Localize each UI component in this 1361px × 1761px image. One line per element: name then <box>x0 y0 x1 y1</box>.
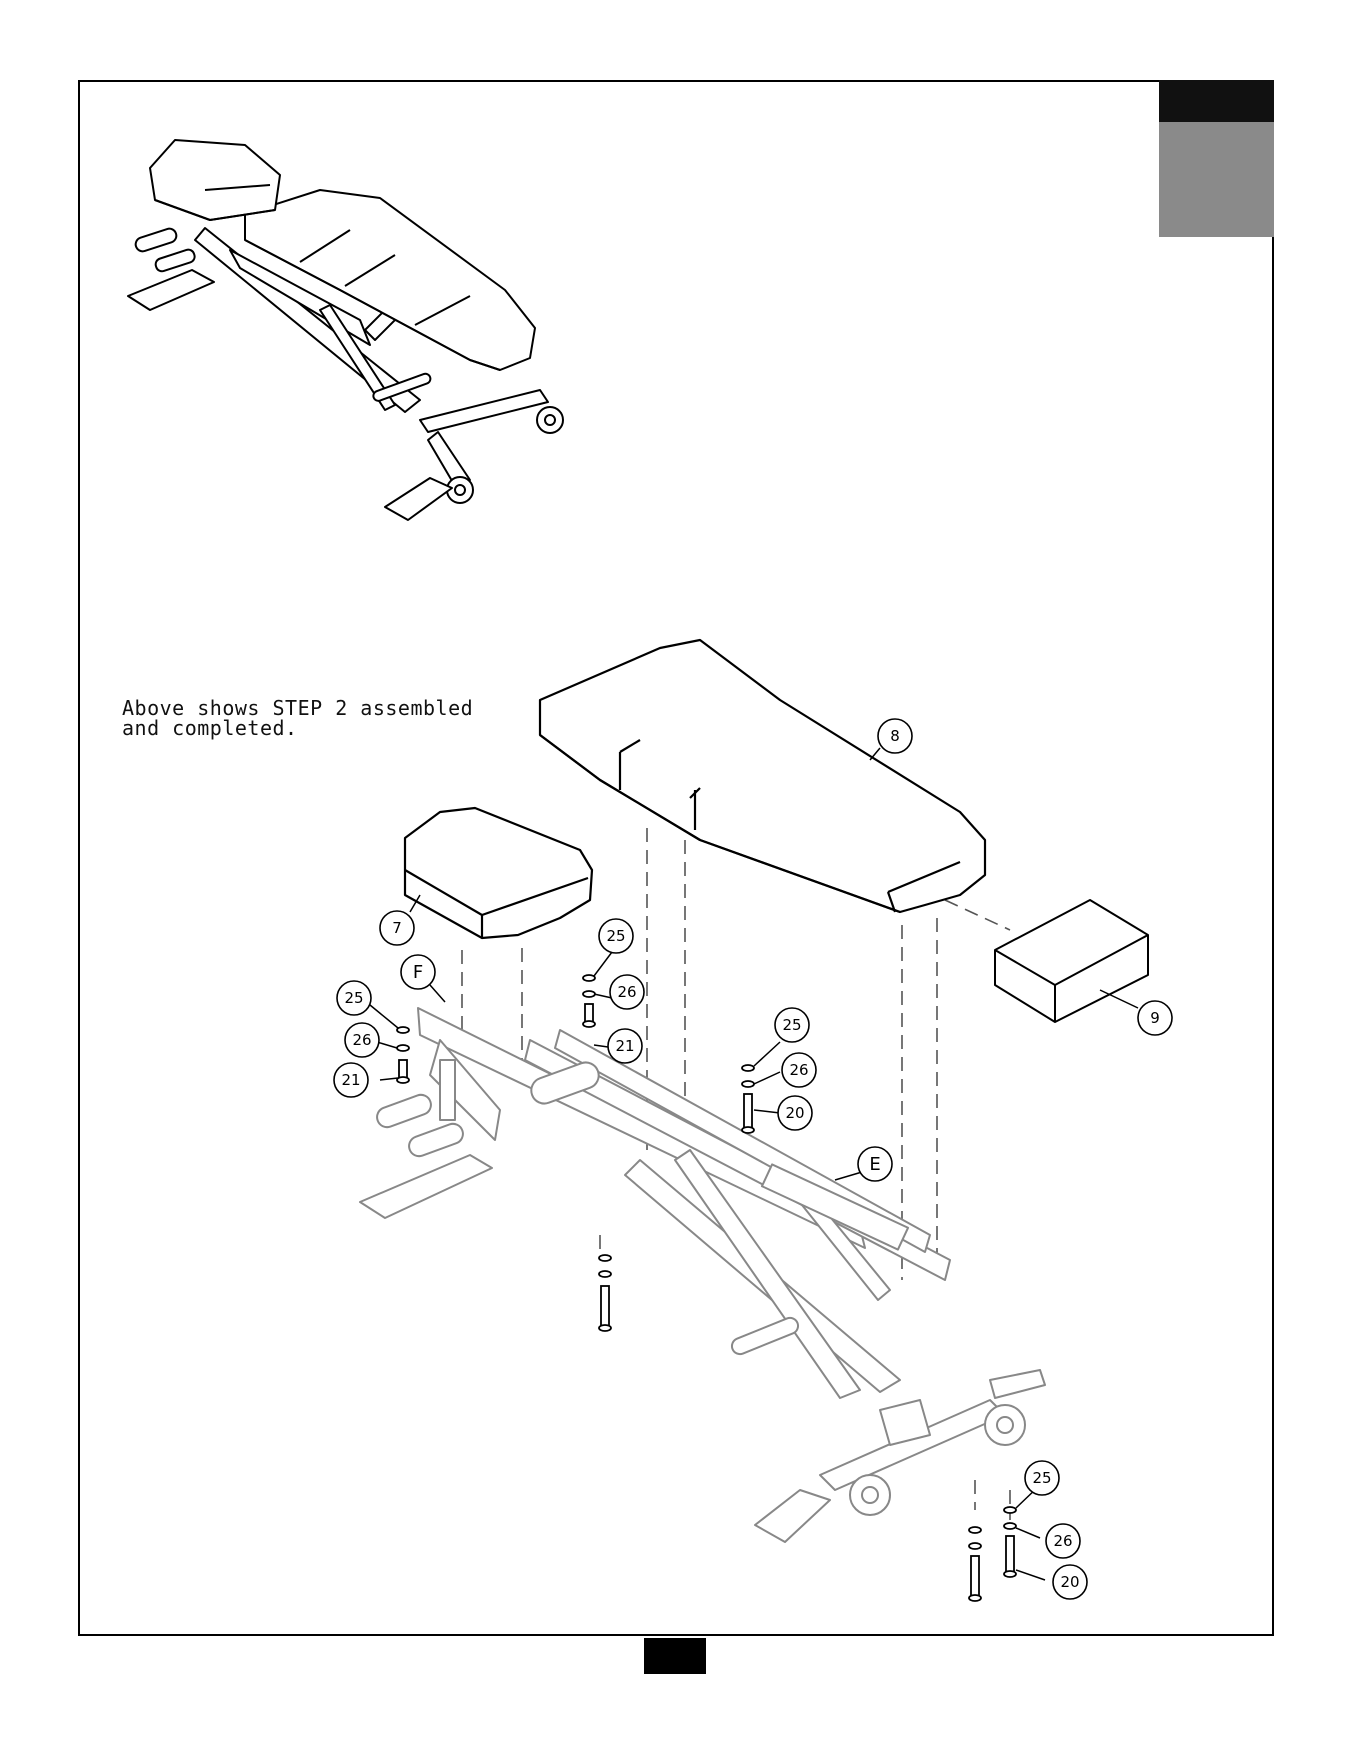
callout-F: F <box>413 962 423 983</box>
callout-26-bottom: 26 <box>1053 1532 1072 1550</box>
callout-26-right: 26 <box>789 1061 808 1079</box>
callout-E: E <box>869 1154 880 1175</box>
callout-8: 8 <box>890 727 900 745</box>
callout-25-right: 25 <box>782 1016 801 1034</box>
backrest-pad-icon <box>540 640 985 912</box>
callout-20-bottom: 20 <box>1060 1573 1079 1591</box>
callout-7: 7 <box>392 919 402 937</box>
seat-pad-icon <box>405 808 592 938</box>
callout-20-right: 20 <box>785 1104 804 1122</box>
callout-26-mid: 26 <box>617 983 636 1001</box>
spacer-box-icon <box>995 900 1148 1022</box>
callout-25-mid: 25 <box>606 927 625 945</box>
callout-21-mid: 21 <box>615 1037 634 1055</box>
callout-25-left: 25 <box>344 989 363 1007</box>
callout-9: 9 <box>1150 1009 1160 1027</box>
callout-25-bottom: 25 <box>1032 1469 1051 1487</box>
callout-21-left: 21 <box>341 1071 360 1089</box>
callout-26-left: 26 <box>352 1031 371 1049</box>
assembled-bench-icon <box>128 140 563 520</box>
bench-frame-icon <box>360 1008 1045 1542</box>
